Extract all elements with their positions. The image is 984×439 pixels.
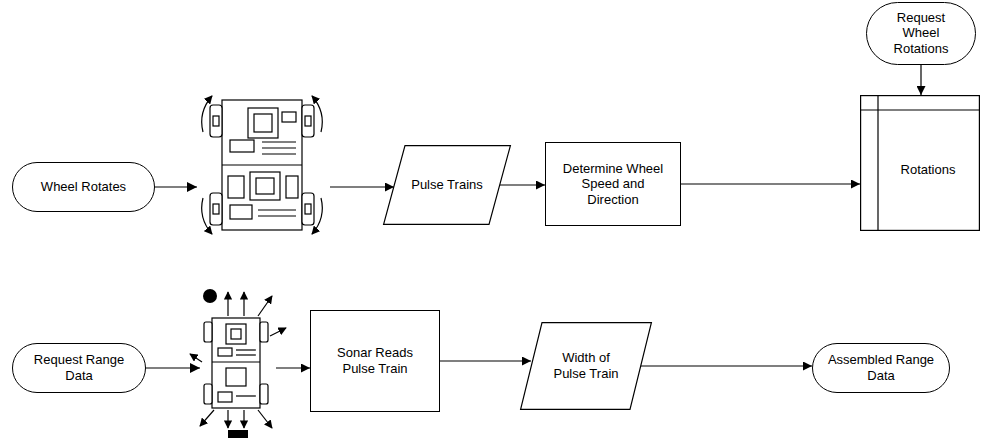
store-divider [877,95,878,231]
flow-arrow [440,360,531,361]
obstacle-block [228,430,248,438]
data-parallelogram: Width of Pulse Train [520,322,652,410]
process-box: Sonar Reads Pulse Train [310,310,440,412]
flow-arrow [155,186,394,187]
terminator: Assembled Range Data [812,343,950,393]
node-label: Determine Wheel Speed and Direction [556,161,670,208]
store-shape [861,96,980,231]
parallelogram-shape [384,146,511,225]
robot-wheels [202,96,323,234]
node-label: Sonar Reads Pulse Train [321,345,429,376]
flow-arrow [146,367,310,368]
obstacle-dot [203,289,217,303]
node-label: Request Range Data [27,352,131,383]
node-label: Width of Pulse Train [548,350,624,381]
flow-arrow [681,183,860,184]
store-divider [860,109,980,110]
terminator: Wheel Rotates [12,162,155,212]
robot-sonar [190,292,286,428]
flow-arrow [641,365,812,366]
data-parallelogram: Pulse Trains [383,145,511,225]
data-store: Rotations [860,95,980,231]
node-label: Pulse Trains [411,177,483,193]
node-label: Assembled Range Data [827,352,935,383]
terminator: Request Range Data [12,343,146,393]
node-label: Rotations [901,162,956,178]
flow-arrow [920,65,921,96]
node-label: Request Wheel Rotations [881,10,961,57]
process-box: Determine Wheel Speed and Direction [545,142,681,226]
terminator: Request Wheel Rotations [866,2,976,65]
flow-arrow [500,184,545,185]
node-label: Wheel Rotates [41,179,126,195]
parallelogram-shape [521,323,652,410]
